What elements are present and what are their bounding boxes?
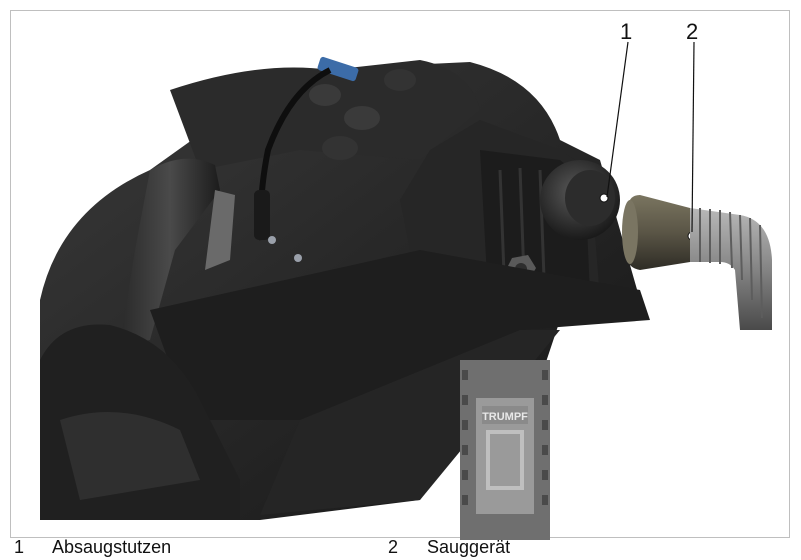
brand-logo-text: TRUMPF	[482, 411, 528, 423]
callout-number-1: 1	[620, 19, 633, 44]
caption-label: Sauggerät	[427, 537, 511, 557]
caption-number: 2	[388, 537, 399, 557]
figure-frame	[10, 10, 790, 538]
caption-number: 1	[14, 537, 25, 557]
caption-item-2: 2 Sauggerät	[388, 537, 510, 557]
caption-label: Absaugstutzen	[52, 537, 172, 557]
callout-number-2: 2	[686, 19, 699, 44]
caption-item-1: 1 Absaugstutzen	[14, 537, 171, 557]
